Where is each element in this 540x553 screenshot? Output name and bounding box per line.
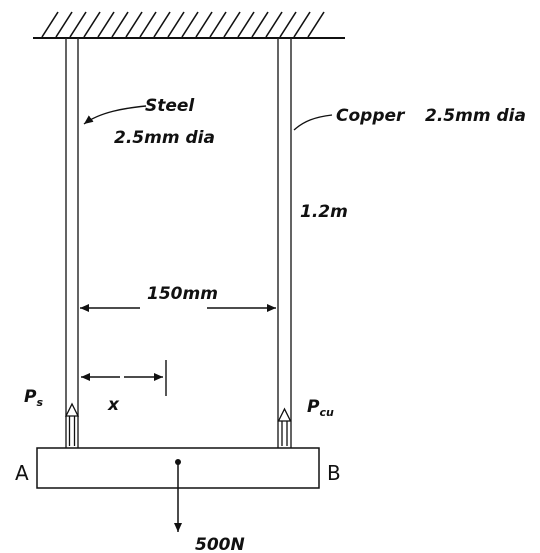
copper-dia-label: 2.5mm dia xyxy=(425,106,526,126)
ps-main: P xyxy=(24,387,37,407)
steel-leader xyxy=(83,105,147,125)
fixed-support xyxy=(33,11,345,39)
end-b-label: B xyxy=(327,461,341,485)
pcu-reaction-arrow xyxy=(277,407,292,446)
load-label: 500N xyxy=(195,535,245,553)
pcu-main: P xyxy=(307,397,320,417)
x-label: x xyxy=(107,395,120,415)
spacing-label: 150mm xyxy=(147,284,218,304)
copper-label: Copper xyxy=(336,106,406,126)
steel-dia-label: 2.5mm dia xyxy=(114,128,215,148)
pcu-label: Pcu xyxy=(307,397,334,419)
support-hatching xyxy=(41,11,325,38)
ps-label: Ps xyxy=(24,387,43,409)
x-dimension xyxy=(81,360,167,396)
copper-rod xyxy=(277,38,292,448)
load-point xyxy=(175,459,181,465)
end-a-label: A xyxy=(15,461,29,485)
copper-leader xyxy=(293,114,333,131)
steel-label: Steel xyxy=(145,96,195,116)
steel-rod xyxy=(65,38,79,448)
length-label: 1.2m xyxy=(300,202,348,222)
pcu-subscript: cu xyxy=(319,406,334,419)
ps-subscript: s xyxy=(36,396,43,409)
ps-reaction-arrow xyxy=(64,402,80,446)
